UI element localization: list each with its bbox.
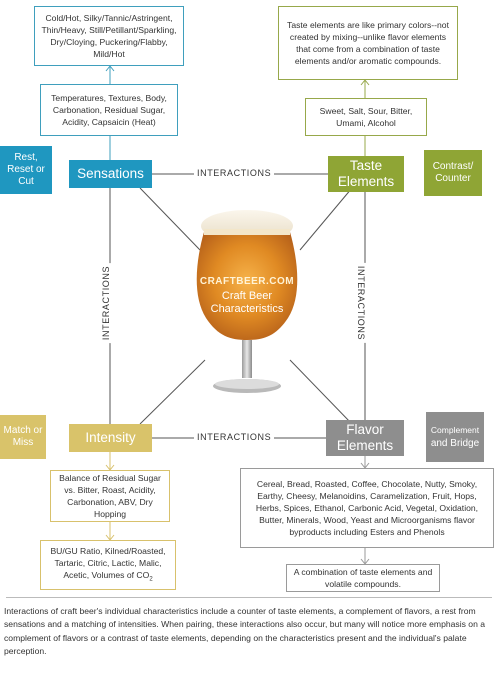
flavor-elements-hub: Flavor Elements <box>326 420 404 456</box>
caption-text: Interactions of craft beer's individual … <box>4 606 486 657</box>
line-diag-4 <box>289 359 353 425</box>
sensation-factors-box: Temperatures, Textures, Body, Carbonatio… <box>40 84 178 136</box>
sensation-descriptors-text: Cold/Hot, Silky/Tannic/Astringent, Thin/… <box>41 13 177 59</box>
taste-list-text: Sweet, Salt, Sour, Bitter, Umami, Alcoho… <box>319 106 413 128</box>
taste-elements-hub: Taste Elements <box>328 156 404 192</box>
caption-divider <box>6 597 492 598</box>
intensity-balance-box: Balance of Residual Sugar vs. Bitter, Ro… <box>50 470 170 522</box>
contrast-counter-label: Contrast/ Counter <box>424 150 482 196</box>
intensity-ratios-box: BU/GU Ratio, Kilned/Roasted, Tartaric, C… <box>40 540 176 590</box>
sensations-title: Sensations <box>77 166 144 181</box>
line-diag-3 <box>139 359 206 425</box>
interactions-left-label: INTERACTIONS <box>101 262 112 344</box>
intensity-ratios-text: BU/GU Ratio, Kilned/Roasted, Tartaric, C… <box>50 545 166 583</box>
complement-bridge-label: Complement and Bridge <box>426 412 484 462</box>
flavor-note-box: A combination of taste elements and vola… <box>286 564 440 592</box>
sensation-factors-text: Temperatures, Textures, Body, Carbonatio… <box>51 93 167 127</box>
taste-list-box: Sweet, Salt, Sour, Bitter, Umami, Alcoho… <box>305 98 427 136</box>
taste-note-text: Taste elements are like primary colors--… <box>287 20 449 66</box>
beer-glass-image <box>196 210 298 393</box>
line-diag-2 <box>299 187 353 251</box>
line-diag-1 <box>139 187 201 251</box>
center-line-2: Characteristics <box>210 303 284 315</box>
flavor-elements-title: Flavor Elements <box>336 422 394 453</box>
flavor-list-box: Cereal, Bread, Roasted, Coffee, Chocolat… <box>240 468 494 548</box>
center-title: CRAFTBEER.COM Craft Beer Characteristics <box>182 276 312 315</box>
intensity-balance-text: Balance of Residual Sugar vs. Bitter, Ro… <box>59 473 161 519</box>
sensations-hub: Sensations <box>69 160 152 188</box>
interactions-top-label: INTERACTIONS <box>194 168 275 178</box>
interactions-bottom-label: INTERACTIONS <box>194 432 275 442</box>
flavor-list-text: Cereal, Bread, Roasted, Coffee, Chocolat… <box>255 479 479 537</box>
connector-lines <box>105 65 370 565</box>
rest-reset-cut-label: Rest, Reset or Cut <box>0 146 52 194</box>
intensity-hub: Intensity <box>69 424 152 452</box>
brand-label: CRAFTBEER.COM <box>199 276 295 287</box>
arrow-up-icon <box>360 79 370 86</box>
center-line-1: Craft Beer <box>221 290 273 302</box>
taste-elements-title: Taste Elements <box>337 158 395 189</box>
intensity-title: Intensity <box>85 430 136 445</box>
taste-note-box: Taste elements are like primary colors--… <box>278 6 458 80</box>
match-or-miss-label: Match or Miss <box>0 415 46 459</box>
sensation-descriptors-box: Cold/Hot, Silky/Tannic/Astringent, Thin/… <box>34 6 184 66</box>
interactions-right-label: INTERACTIONS <box>356 262 367 344</box>
arrow-up-icon <box>105 65 115 72</box>
flavor-note-text: A combination of taste elements and vola… <box>293 567 433 589</box>
